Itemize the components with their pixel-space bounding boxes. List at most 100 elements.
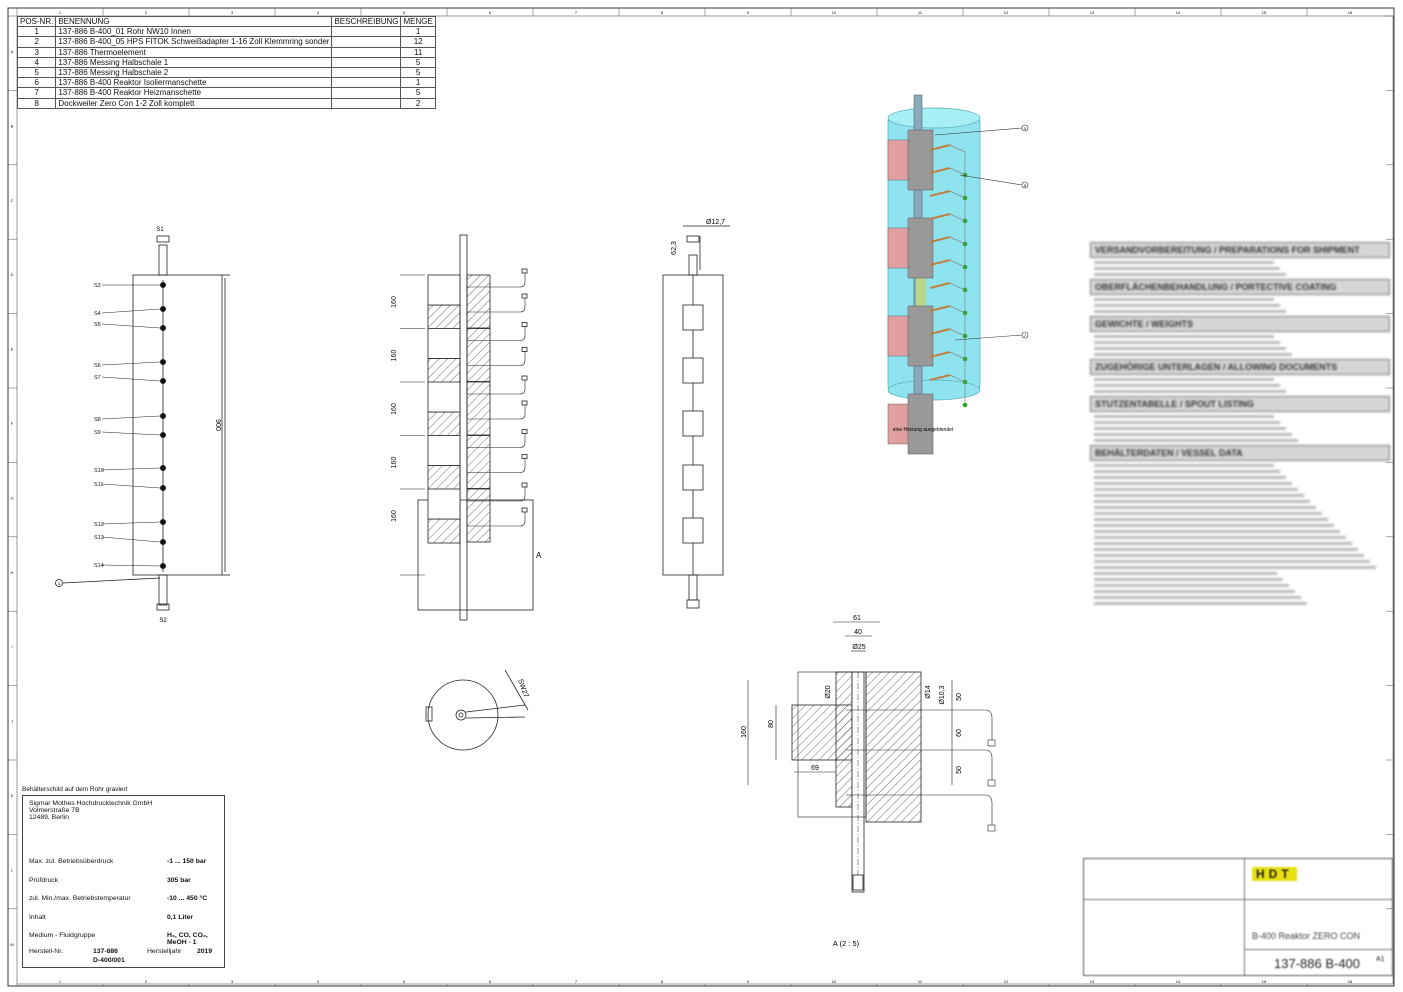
- thermocouple: [929, 282, 951, 289]
- zone-column-label: 12: [1004, 979, 1009, 984]
- sensor-leader: [101, 308, 161, 314]
- sensor-point: [159, 519, 166, 526]
- zone-column-label: 15: [1262, 10, 1267, 15]
- heater-face: [887, 403, 911, 445]
- zone-column-label: 13: [1090, 10, 1095, 15]
- dim-50-bottom: 50: [956, 766, 963, 774]
- thermocouple-cable: [949, 190, 966, 221]
- cell-desc: [331, 36, 402, 48]
- cell-name: 137-886 Messing Halbschale 2: [55, 66, 333, 79]
- dim-50-top: 50: [956, 693, 963, 701]
- zone-row-label: H: [11, 570, 14, 575]
- thermocouple-connector: [521, 268, 528, 274]
- blurred-text-line: [1094, 273, 1286, 276]
- thermocouple-wire: [467, 405, 526, 420]
- cell-qty: 2: [400, 97, 436, 109]
- blurred-text-line: [1094, 335, 1274, 338]
- cell-pos: 5: [16, 66, 57, 79]
- zone-column-label: 16: [1348, 979, 1353, 984]
- vessel-info-panel: VERSANDVORBEREITUNG / PREPARATIONS FOR S…: [1090, 240, 1390, 860]
- callout-5: 5: [1024, 126, 1027, 131]
- heater-block-right: [466, 381, 491, 436]
- sensor-label: S8: [94, 417, 101, 423]
- blurred-text-line: [1094, 584, 1289, 587]
- cell-name: 137-886 Thermoelement: [55, 46, 333, 58]
- zone-column-label: 14: [1176, 10, 1181, 15]
- cell-qty: 11: [400, 46, 436, 58]
- nameplate: Sigmar Mothes Hochdrucktechnik GmbH Volm…: [22, 795, 225, 968]
- zone-row-label: G: [10, 495, 13, 500]
- dim-160: 160: [391, 403, 398, 415]
- sensor-leader: [101, 415, 161, 420]
- shell-left: [427, 488, 461, 520]
- blurred-text-line: [1094, 439, 1298, 442]
- blurred-text-line: [1094, 560, 1370, 563]
- zone-column-label: 11: [918, 979, 923, 984]
- thermocouple: [929, 259, 951, 266]
- cell-desc: [331, 56, 402, 68]
- nameplate-value: -10 ... 450 °C: [167, 895, 208, 902]
- cell-name: Dockweiler Zero Con 1-2 Zoll komplett: [55, 97, 333, 109]
- thermocouple-wire: [467, 487, 526, 502]
- blurred-text-line: [1094, 494, 1304, 497]
- zone-column-label: 6: [489, 979, 492, 984]
- thermocouple-cable: [949, 144, 966, 175]
- panel-section-heading: ZUGEHÖRIGE UNTERLAGEN / ALLOWING DOCUMEN…: [1090, 359, 1390, 375]
- zone-row-label: B: [11, 123, 14, 128]
- thermocouple-cable: [949, 328, 966, 359]
- zone-column-label: 4: [317, 10, 320, 15]
- iso-caption: eine Heizung ausgeblendet: [893, 427, 954, 433]
- thermocouple-connector: [521, 322, 528, 327]
- shell-left: [427, 274, 461, 306]
- blurred-text-line: [1094, 590, 1295, 593]
- cell-desc: [331, 97, 402, 109]
- dim-60: 60: [956, 729, 963, 737]
- zone-column-label: 15: [1262, 979, 1267, 984]
- blurred-text-line: [1094, 596, 1301, 599]
- thermocouple-wire: [467, 380, 526, 395]
- zone-column-label: 14: [1176, 979, 1181, 984]
- cell-pos: 2: [16, 36, 57, 48]
- cell-desc: [331, 77, 402, 89]
- dim-69: 69: [811, 765, 819, 772]
- blurred-text-line: [1094, 415, 1274, 418]
- sensor-leader: [101, 361, 161, 366]
- thermocouple: [929, 144, 951, 151]
- zone-column-label: 8: [661, 10, 664, 15]
- thermocouple-cable: [949, 213, 966, 244]
- shell-left: [427, 435, 461, 466]
- thermocouple-cable: [949, 374, 966, 405]
- cell-desc: [331, 66, 402, 79]
- thermocouple: [929, 190, 951, 197]
- serial-number: 137-886: [93, 948, 118, 955]
- thermocouple-connector: [521, 482, 528, 488]
- cell-pos: 8: [16, 97, 57, 109]
- zone-column-label: 9: [747, 10, 750, 15]
- blurred-text-line: [1094, 427, 1286, 430]
- blurred-text-line: [1094, 548, 1358, 551]
- heater-block-left: [427, 465, 461, 490]
- blurred-text-line: [1094, 261, 1274, 264]
- nameplate-value: 305 bar: [167, 876, 191, 884]
- nameplate-value: H₂, CO, CO₂, MeOH - 1: [167, 932, 208, 946]
- sensor-leader: [101, 467, 161, 471]
- thermocouple: [929, 351, 951, 358]
- thermocouple-wire: [467, 351, 526, 366]
- company-name: Sigmar Mothes Hochdrucktechnik GmbH: [29, 800, 153, 807]
- sensor-leader: [101, 564, 161, 567]
- brass-shell: [907, 129, 934, 191]
- zone-column-label: 1: [59, 10, 62, 15]
- zone-row-label: A: [11, 49, 14, 54]
- zone-row-label: J: [11, 719, 13, 724]
- sensor-point: [159, 484, 166, 491]
- panel-section-heading: OBERFLÄCHENBEHANDLUNG / PORTECTIVE COATI…: [1090, 279, 1390, 295]
- heater-block-left: [427, 304, 461, 330]
- cell-name: 137-886 B-400_05 HPS FITOK Schweißadapte…: [55, 36, 333, 48]
- cell-desc: [331, 87, 402, 99]
- blurred-text-line: [1094, 421, 1280, 424]
- thermocouple: [929, 213, 951, 220]
- cell-qty: 5: [400, 56, 436, 68]
